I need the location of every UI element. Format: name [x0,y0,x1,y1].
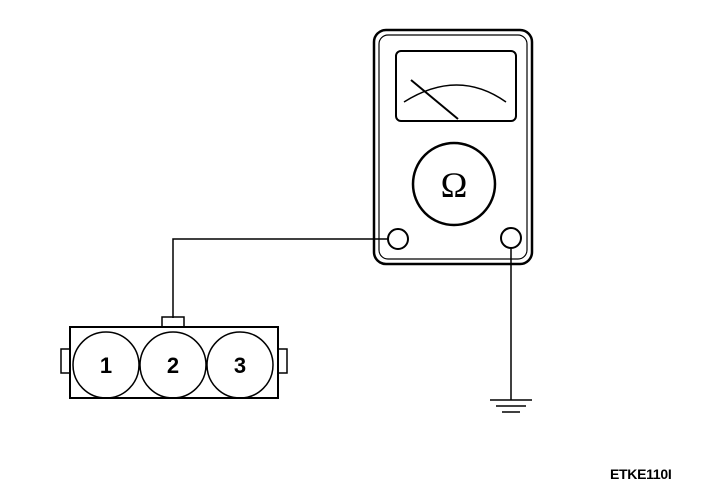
connector-tab-top [161,316,185,328]
probe-wire-to-pin-2 [172,238,388,318]
ground-icon [490,399,532,413]
meter-dial [411,141,497,227]
connector-pin-2[interactable] [139,331,207,399]
connector-pin-3[interactable] [206,331,274,399]
meter-display [395,50,517,122]
ohm-symbol: Ω [441,165,468,205]
meter-terminal-left[interactable] [387,228,409,250]
pin-label-3: 3 [234,353,246,378]
pin-label-2: 2 [167,353,179,378]
multimeter: Ω [372,28,534,266]
meter-body-outer [372,28,534,266]
figure-code: ETKE110I [610,466,672,482]
connector: 1 2 3 [60,316,288,399]
probe-wires [172,238,512,400]
meter-needle [410,79,459,120]
pin-label-1: 1 [100,353,112,378]
meter-scale-arc [403,84,507,103]
connector-latch-right [277,348,288,374]
connector-latch-left [60,348,71,374]
meter-body-inner [378,34,528,260]
connector-pin-1[interactable] [72,331,140,399]
meter-terminal-right[interactable] [500,227,522,249]
